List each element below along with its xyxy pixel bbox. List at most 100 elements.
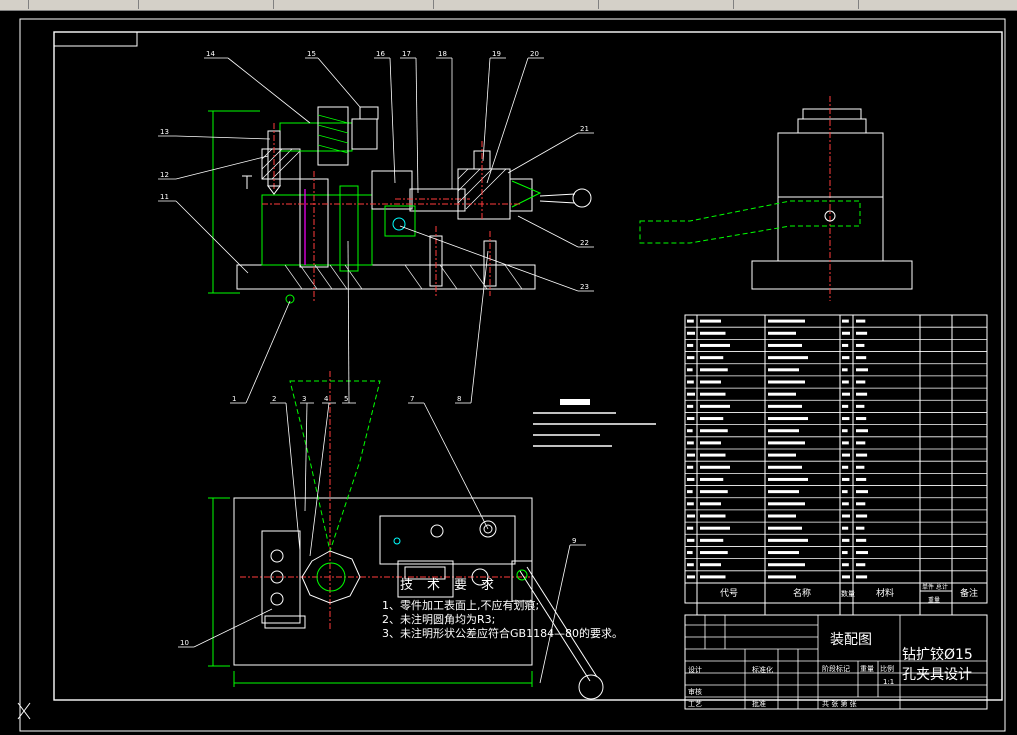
- outer-frame: [19, 18, 1006, 732]
- svg-text:12: 12: [160, 171, 169, 179]
- code-box: [53, 31, 138, 47]
- bom-cell-mark: [687, 563, 694, 567]
- toolbar-cell[interactable]: [0, 0, 29, 9]
- bom-cell-mark: [700, 526, 730, 530]
- bom-cell-mark: [768, 465, 802, 469]
- label-review: 审核: [688, 687, 702, 696]
- bom-cell-mark: [768, 502, 805, 506]
- bom-cell-mark: [856, 477, 867, 481]
- bom-cell-mark: [687, 441, 694, 445]
- svg-text:7: 7: [410, 395, 414, 403]
- bom-cell-mark: [768, 453, 796, 457]
- bom-cell-mark: [687, 551, 693, 555]
- label-design: 设计: [688, 665, 702, 674]
- bom-cell-mark: [842, 441, 849, 445]
- bom-cell-mark: [687, 477, 695, 481]
- title-block: 代号 名称 数量 材料 单件 总计 重量 备注 装配图 钻扩铰Ø15 孔夹具设计…: [684, 582, 988, 710]
- bom-cell-mark: [856, 331, 868, 335]
- bom-cell-mark: [856, 563, 866, 567]
- bom-cell-mark: [768, 490, 799, 494]
- bom-cell-mark: [856, 575, 868, 579]
- svg-text:4: 4: [324, 395, 329, 403]
- svg-text:19: 19: [492, 50, 501, 58]
- bom-cell-mark: [842, 380, 849, 384]
- bom-cell-mark: [700, 331, 726, 335]
- bom-cell-mark: [687, 368, 693, 372]
- bom-cell-mark: [700, 563, 721, 567]
- header-code: 代号: [720, 588, 738, 599]
- bom-cell-mark: [768, 417, 808, 421]
- bom-cell-mark: [842, 538, 850, 542]
- bom-cell-mark: [842, 563, 849, 567]
- bom-cell-mark: [842, 575, 850, 579]
- bom-cell-mark: [687, 319, 694, 323]
- bom-cell-mark: [842, 502, 849, 506]
- ucs-icon: [17, 702, 31, 720]
- toolbar-cell[interactable]: [733, 0, 859, 9]
- header-weight-sub: 重量: [928, 596, 940, 604]
- bom-cell-mark: [700, 356, 724, 360]
- svg-text:20: 20: [530, 50, 539, 58]
- bom-cell-mark: [842, 465, 849, 469]
- header-name: 名称: [793, 587, 811, 599]
- bom-cell-mark: [700, 404, 730, 408]
- bom-cell-mark: [768, 514, 796, 518]
- bom-cell-mark: [842, 404, 849, 408]
- header-weight: 单件 总计: [922, 583, 948, 591]
- bom-cell-mark: [856, 490, 868, 494]
- toolbar-cell[interactable]: [28, 0, 139, 9]
- bom-cell-mark: [768, 429, 799, 433]
- bom-cell-mark: [842, 551, 848, 555]
- toolbar-cell[interactable]: [273, 0, 434, 9]
- svg-text:10: 10: [180, 639, 189, 647]
- bom-cell-mark: [687, 417, 695, 421]
- bom-cell-mark: [687, 526, 694, 530]
- label-sheets: 共 张 第 张: [822, 699, 857, 708]
- bom-cell-mark: [842, 331, 850, 335]
- bom-cell-mark: [842, 368, 848, 372]
- bom-cell-mark: [842, 477, 850, 481]
- bom-cell-mark: [856, 551, 868, 555]
- bom-cell-mark: [856, 538, 867, 542]
- svg-text:9: 9: [572, 537, 576, 545]
- bom-cell-mark: [687, 343, 694, 347]
- bom-cell-mark: [768, 380, 805, 384]
- small-notes-block: [533, 399, 656, 447]
- bom-cell-mark: [687, 490, 693, 494]
- bom-cell-mark: [768, 392, 796, 396]
- bom-cell-mark: [700, 319, 721, 323]
- bom-cell-mark: [768, 477, 808, 481]
- bom-cell-mark: [687, 514, 695, 518]
- svg-text:1: 1: [232, 395, 236, 403]
- bom-cell-mark: [700, 368, 728, 372]
- drawing-name: 装配图: [830, 632, 872, 648]
- bom-cell-mark: [856, 429, 868, 433]
- bom-cell-mark: [700, 453, 726, 457]
- bom-cell-mark: [856, 465, 865, 469]
- bom-cell-mark: [687, 404, 694, 408]
- toolbar-cell[interactable]: [433, 0, 599, 9]
- bom-cell-mark: [687, 453, 695, 457]
- bom-cell-mark: [856, 417, 867, 421]
- bom-cell-mark: [700, 380, 721, 384]
- bom-cell-mark: [842, 526, 849, 530]
- bom-cell-mark: [856, 380, 866, 384]
- bom-cell-mark: [856, 514, 868, 518]
- svg-text:23: 23: [580, 283, 589, 291]
- bom-cell-mark: [687, 392, 695, 396]
- bom-cell-mark: [768, 575, 796, 579]
- label-stage: 阶段标记: [822, 664, 850, 673]
- svg-text:3: 3: [302, 395, 306, 403]
- bom-cell-mark: [768, 441, 805, 445]
- bom-cell-mark: [700, 490, 728, 494]
- toolbar-cell[interactable]: [598, 0, 734, 9]
- bom-cell-mark: [842, 429, 848, 433]
- parts-list: [684, 314, 988, 584]
- bom-cell-mark: [856, 368, 868, 372]
- bom-cell-mark: [700, 417, 724, 421]
- toolbar-cell[interactable]: [138, 0, 274, 9]
- svg-text:2: 2: [272, 395, 276, 403]
- svg-text:18: 18: [438, 50, 447, 58]
